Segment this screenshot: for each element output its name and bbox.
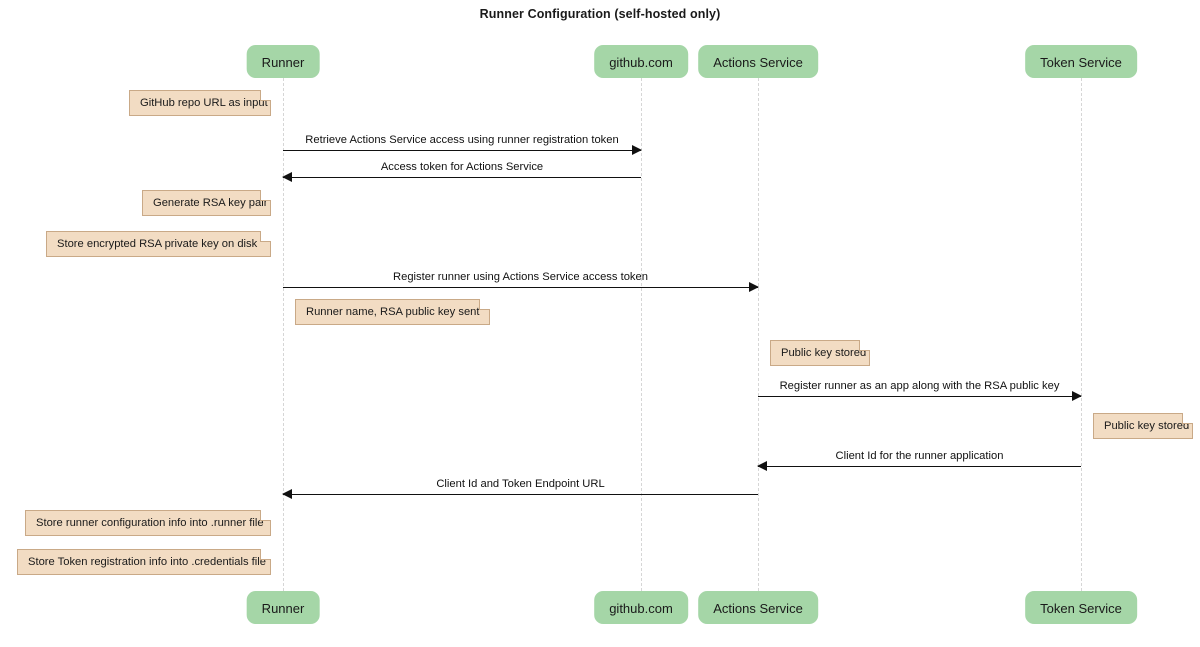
note-pubkey-token: Public key stored bbox=[1093, 413, 1193, 439]
note-text: GitHub repo URL as input bbox=[140, 97, 268, 109]
arrow-head-icon bbox=[1072, 391, 1082, 402]
participant-token-bottom[interactable]: Token Service bbox=[1025, 591, 1137, 624]
page-title: Runner Configuration (self-hosted only) bbox=[479, 7, 721, 21]
message-label: Retrieve Actions Service access using ru… bbox=[305, 134, 619, 146]
message-label: Client Id and Token Endpoint URL bbox=[436, 478, 605, 490]
participant-actions-top[interactable]: Actions Service bbox=[698, 45, 818, 78]
arrow-line bbox=[758, 466, 1081, 467]
participant-token-top[interactable]: Token Service bbox=[1025, 45, 1137, 78]
note-store-runnerfile: Store runner configuration info into .ru… bbox=[25, 510, 271, 536]
arrow-head-icon bbox=[749, 282, 759, 293]
note-text: Public key stored bbox=[781, 347, 867, 359]
participant-runner-bottom[interactable]: Runner bbox=[246, 591, 320, 624]
participant-github-bottom[interactable]: github.com bbox=[594, 591, 688, 624]
lifeline-github bbox=[641, 78, 642, 591]
arrow-head-icon bbox=[757, 461, 767, 472]
message-label: Access token for Actions Service bbox=[380, 161, 544, 173]
note-text: Store Token registration info into .cred… bbox=[28, 556, 266, 568]
participant-runner-top[interactable]: Runner bbox=[246, 45, 320, 78]
arrow-line bbox=[283, 177, 641, 178]
lifeline-token bbox=[1081, 78, 1082, 591]
arrow-head-icon bbox=[282, 172, 292, 183]
note-text: Generate RSA key pair bbox=[153, 197, 268, 209]
message-label: Register runner as an app along with the… bbox=[779, 380, 1060, 392]
note-store-private: Store encrypted RSA private key on disk bbox=[46, 231, 271, 257]
note-store-credfile: Store Token registration info into .cred… bbox=[17, 549, 271, 575]
note-repo-url: GitHub repo URL as input bbox=[129, 90, 271, 116]
note-text: Store runner configuration info into .ru… bbox=[36, 517, 264, 529]
note-generate-rsa: Generate RSA key pair bbox=[142, 190, 271, 216]
participant-actions-bottom[interactable]: Actions Service bbox=[698, 591, 818, 624]
note-text: Store encrypted RSA private key on disk bbox=[57, 238, 258, 250]
lifeline-actions bbox=[758, 78, 759, 591]
arrow-line bbox=[758, 396, 1081, 397]
note-runner-name: Runner name, RSA public key sent bbox=[295, 299, 490, 325]
arrow-head-icon bbox=[632, 145, 642, 156]
note-pubkey-actions: Public key stored bbox=[770, 340, 870, 366]
message-label: Register runner using Actions Service ac… bbox=[393, 271, 648, 283]
message-label: Client Id for the runner application bbox=[835, 450, 1004, 462]
arrow-line bbox=[283, 150, 641, 151]
participant-github-top[interactable]: github.com bbox=[594, 45, 688, 78]
note-text: Public key stored bbox=[1104, 420, 1190, 432]
note-text: Runner name, RSA public key sent bbox=[306, 306, 480, 318]
arrow-line bbox=[283, 287, 758, 288]
lifeline-runner bbox=[283, 78, 284, 591]
arrow-line bbox=[283, 494, 758, 495]
arrow-head-icon bbox=[282, 489, 292, 500]
